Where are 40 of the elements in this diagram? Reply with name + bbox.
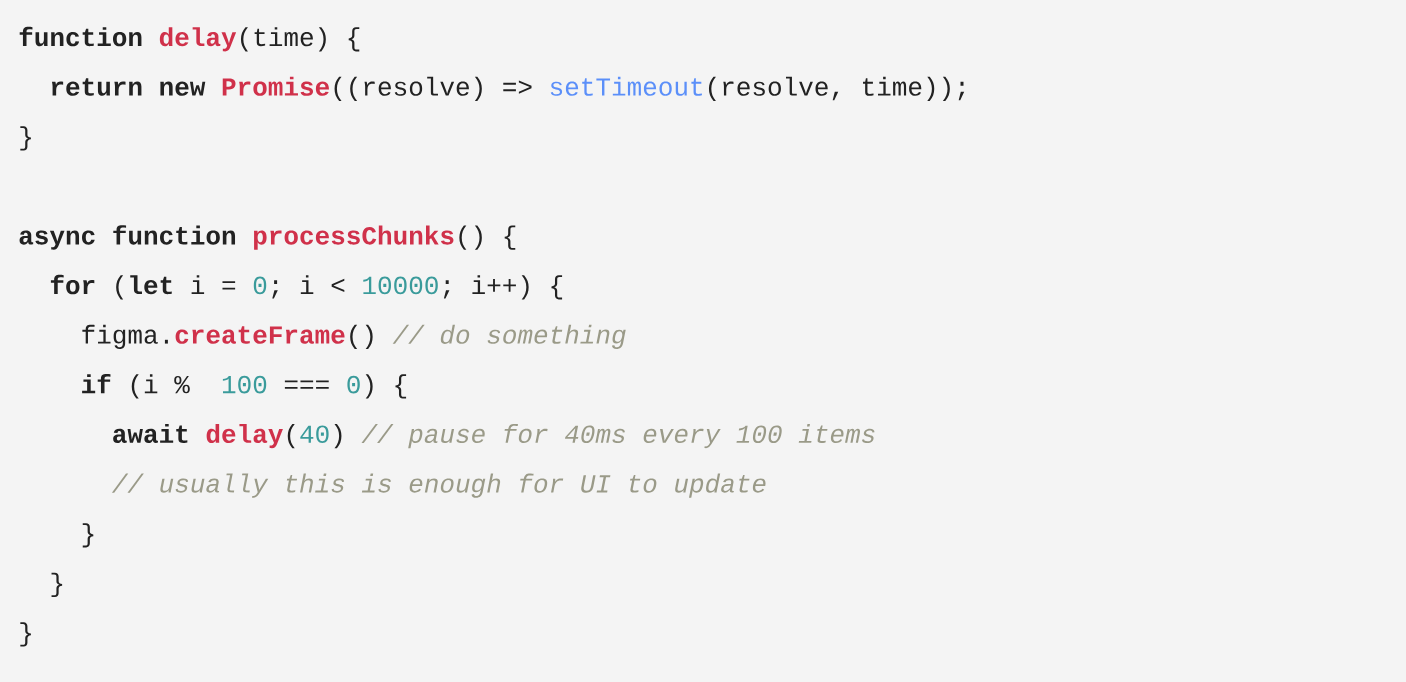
code-text: } — [82, 523, 94, 548]
code-text: figma. — [82, 324, 168, 349]
keyword: let — [130, 275, 172, 295]
function-name: delay — [206, 423, 283, 449]
code-text: () { — [459, 225, 516, 250]
code-text: () — [350, 324, 373, 349]
keyword: for — [50, 274, 95, 295]
number-literal: 100 — [222, 375, 267, 394]
code-text: === — [284, 380, 329, 389]
keyword: await — [113, 423, 188, 444]
code-text: (time) { — [240, 27, 360, 52]
code-text: ; i < — [272, 275, 345, 299]
code-text: ; i++) { — [443, 275, 563, 300]
code-text: } — [20, 126, 31, 151]
code-text: ( — [116, 275, 124, 300]
keyword: function — [19, 26, 142, 47]
number-literal: 10000 — [363, 276, 438, 295]
number-literal: 40 — [300, 425, 329, 444]
code-comment: // do something — [392, 324, 626, 349]
number-literal: 0 — [347, 375, 360, 394]
function-name: processChunks — [254, 225, 454, 250]
code-text: } — [20, 622, 31, 647]
keyword: async function — [19, 225, 236, 250]
number-literal: 0 — [253, 276, 267, 295]
code-text: } — [51, 572, 63, 597]
code-text: (i % — [131, 374, 190, 399]
code-text: (resolve, time)); — [708, 76, 965, 101]
code-text: ((resolve) => — [334, 76, 532, 101]
keyword: if — [82, 373, 111, 394]
function-name: Promise — [222, 76, 329, 96]
code-text: ) — [334, 423, 342, 449]
keyword: return new — [51, 78, 206, 96]
code-text: ( — [287, 423, 295, 449]
function-name: delay — [159, 27, 237, 52]
code-comment: // usually this is enough for UI to update — [111, 473, 766, 498]
builtin-name: setTimeout — [550, 76, 702, 96]
function-name: createFrame — [175, 326, 345, 344]
code-text: ) { — [365, 374, 407, 399]
code-text: i = — [191, 275, 236, 294]
code-comment: // pause for 40ms every 100 items — [361, 423, 875, 449]
